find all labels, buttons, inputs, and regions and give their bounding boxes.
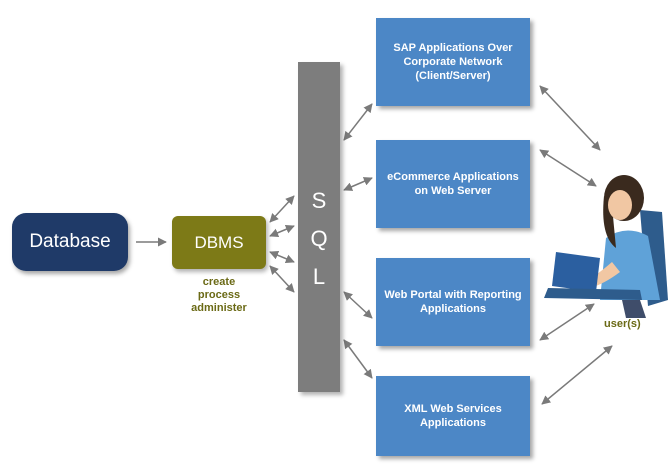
user-label: user(s)	[604, 318, 641, 330]
app-label: Web Portal with Reporting Applications	[384, 289, 522, 315]
sql-letter-s: S	[311, 188, 327, 213]
sql-bar	[298, 62, 340, 392]
arrow-app3-user	[539, 303, 595, 341]
arrow-app1-user	[539, 85, 601, 151]
database-box: Database	[12, 213, 128, 271]
app-box-sap: SAP Applications Over Corporate Network …	[376, 18, 530, 106]
app-label: eCommerce Applications on Web Server	[387, 171, 519, 197]
arrow-dbms-sql-3	[269, 250, 295, 264]
dbms-box: DBMS	[172, 216, 266, 269]
dbms-caption-line: process	[197, 289, 241, 301]
dbms-caption-line: administer	[191, 302, 247, 314]
arrow-sql-app3	[343, 291, 373, 319]
app-box-xml-web-services: XML Web Services Applications	[376, 376, 530, 456]
dbms-caption-line: create	[202, 276, 236, 288]
arrow-dbms-sql-4	[269, 265, 295, 293]
sql-letter-q: Q	[310, 226, 328, 251]
database-label: Database	[29, 231, 111, 252]
app-label: SAP Applications Over Corporate Network …	[393, 42, 513, 82]
app-box-ecommerce: eCommerce Applications on Web Server	[376, 140, 530, 228]
app-label: XML Web Services Applications	[404, 403, 502, 429]
arrow-app4-user	[541, 345, 613, 405]
dbms-label: DBMS	[194, 232, 244, 252]
sql-letter-l: L	[312, 264, 326, 289]
app-box-web-portal: Web Portal with Reporting Applications	[376, 258, 530, 346]
arrow-dbms-sql-2	[269, 224, 295, 238]
arrow-sql-app4	[343, 339, 373, 379]
arrow-sql-app2	[343, 177, 373, 191]
arrow-app2-user	[539, 149, 597, 187]
arrow-dbms-sql-1	[269, 195, 295, 223]
arrow-sql-app1	[343, 103, 373, 141]
dbms-caption: create process administer	[174, 276, 264, 315]
